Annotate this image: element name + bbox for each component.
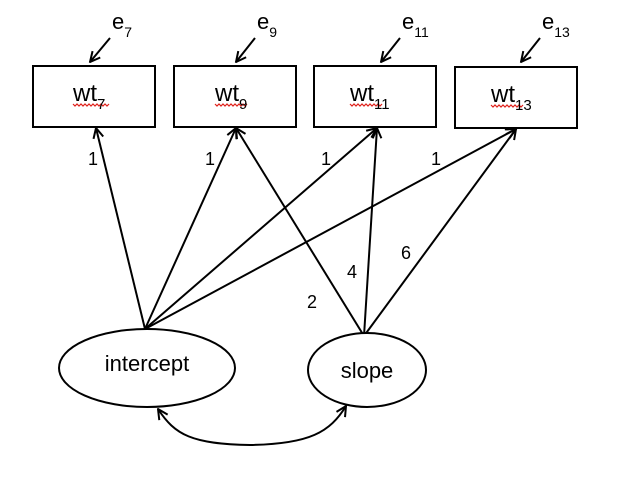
observed-labels: wt7 wt9 wt11 wt13 (72, 80, 532, 114)
observed-boxes (32, 65, 578, 129)
loading-slope-wt13: 6 (401, 243, 411, 263)
error-label-e11: e11 (402, 9, 429, 40)
intercept-paths (96, 128, 516, 330)
spellcheck-squiggles (72, 103, 524, 108)
observed-box-wt9 (173, 65, 297, 128)
error-arrow-e9 (236, 37, 256, 62)
loading-slope-wt9: 2 (307, 292, 317, 312)
observed-label-wt9: wt9 (214, 80, 247, 113)
path-intercept-wt13 (144, 129, 516, 330)
loading-labels: 1 1 1 1 2 4 6 (88, 149, 441, 312)
loading-intercept-wt11: 1 (321, 149, 331, 169)
observed-label-wt13: wt13 (490, 81, 532, 114)
path-slope-wt9 (236, 128, 365, 337)
path-slope-wt13 (363, 129, 516, 337)
loading-intercept-wt9: 1 (205, 149, 215, 169)
error-arrow-e7 (90, 37, 111, 62)
latent-slope (307, 332, 427, 408)
loading-slope-wt11: 4 (347, 262, 357, 282)
error-labels: e7 e9 e11 e13 (112, 9, 570, 40)
error-arrows (90, 37, 541, 62)
error-label-e13: e13 (542, 9, 570, 40)
latent-intercept (58, 328, 236, 408)
latent-factors: intercept slope (58, 328, 427, 408)
observed-box-wt13 (454, 66, 578, 129)
error-label-e7: e7 (112, 9, 132, 40)
path-intercept-wt11 (144, 128, 377, 330)
observed-label-wt11: wt11 (349, 80, 390, 113)
path-slope-wt11 (363, 128, 377, 337)
loading-intercept-wt13: 1 (431, 149, 441, 169)
slope-paths (236, 128, 516, 337)
covariance-intercept-slope (158, 406, 346, 447)
latent-label-slope: slope (341, 358, 394, 383)
loading-intercept-wt7: 1 (88, 149, 98, 169)
latent-label-intercept: intercept (105, 351, 189, 376)
error-arrow-e11 (381, 37, 401, 62)
path-intercept-wt9 (144, 128, 236, 330)
path-intercept-wt7 (96, 128, 146, 330)
error-label-e9: e9 (257, 9, 277, 40)
observed-box-wt7 (32, 65, 156, 128)
error-arrow-e13 (521, 37, 541, 62)
observed-label-wt7: wt7 (72, 80, 105, 113)
